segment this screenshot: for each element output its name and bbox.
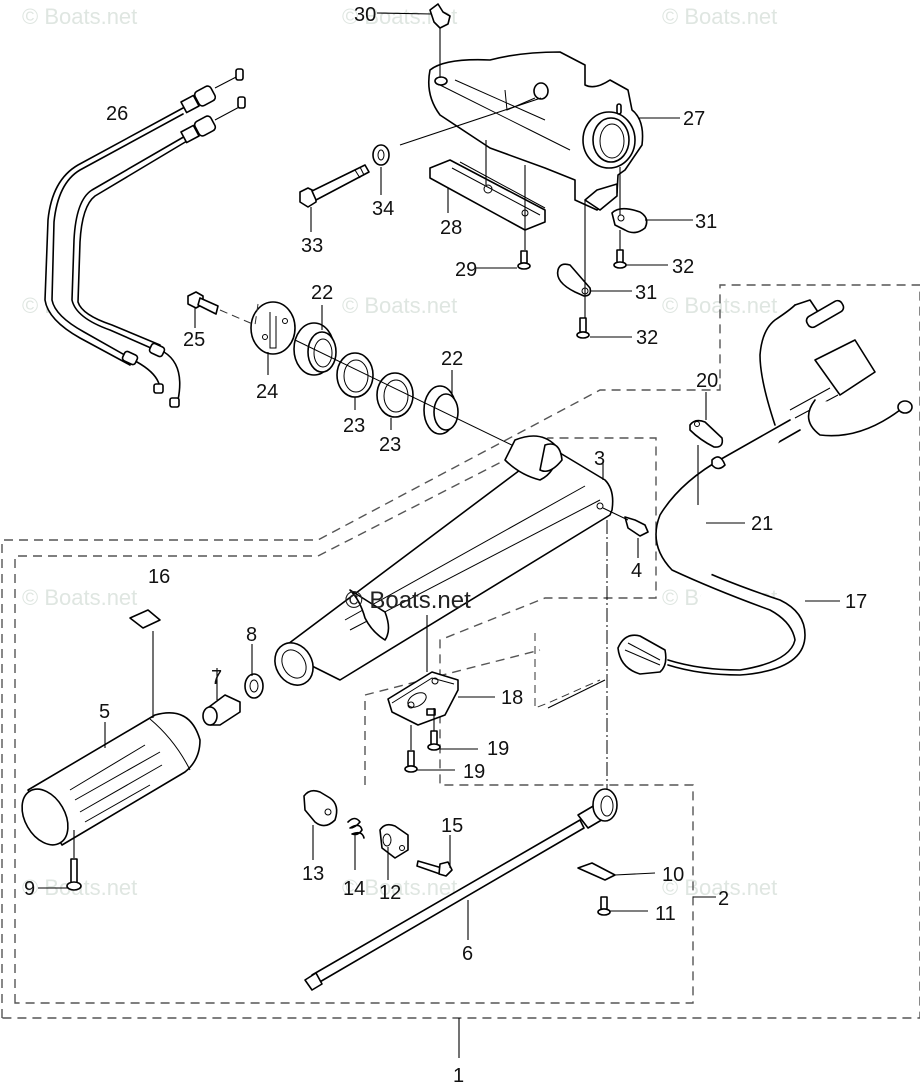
part-33-bolt xyxy=(299,164,370,208)
part-30-clip xyxy=(429,3,451,78)
watermark: © Boats.net xyxy=(22,4,137,29)
part-25-bolt xyxy=(187,291,219,315)
part-9-screw xyxy=(66,858,82,891)
switch-group-outline-2 xyxy=(534,633,601,709)
watermark: © Boats.net xyxy=(662,875,777,900)
part-7-collar xyxy=(202,694,241,726)
part-3-handle-arm xyxy=(274,435,614,686)
part-11-screw xyxy=(597,896,611,916)
callout-1[interactable]: 1 xyxy=(453,1065,464,1086)
callout-2[interactable]: 2 xyxy=(718,888,729,910)
harness-connector xyxy=(617,634,667,675)
callout-30[interactable]: 30 xyxy=(354,4,376,26)
part-14-spring xyxy=(347,817,365,839)
callout-9[interactable]: 9 xyxy=(24,878,35,900)
callout-31b[interactable]: 31 xyxy=(635,282,657,304)
callout-11[interactable]: 11 xyxy=(655,903,676,925)
callout-22a[interactable]: 22 xyxy=(311,282,333,304)
part-27-bracket xyxy=(427,51,644,211)
part-20-clamp xyxy=(689,419,724,448)
watermark: © Boats.net xyxy=(342,875,457,900)
part-8-bushing xyxy=(244,673,264,699)
part-19-screws xyxy=(404,730,441,773)
part-16-label xyxy=(129,609,161,629)
callout-32a[interactable]: 32 xyxy=(672,256,694,278)
part-10-plate xyxy=(577,862,616,881)
callout-3[interactable]: 3 xyxy=(594,448,605,470)
callout-10[interactable]: 10 xyxy=(662,864,684,886)
callout-21[interactable]: 21 xyxy=(751,513,773,535)
part-31-clamps xyxy=(556,207,648,297)
callout-22b[interactable]: 22 xyxy=(441,348,463,370)
part-13-knob xyxy=(303,789,338,827)
callout-26[interactable]: 26 xyxy=(106,103,128,125)
part-34-washer xyxy=(372,144,390,166)
part-6-shaft xyxy=(304,788,618,991)
watermark: © Boats.net xyxy=(342,293,457,318)
callout-25[interactable]: 25 xyxy=(183,329,205,351)
part-28-plate xyxy=(429,159,546,231)
callout-33[interactable]: 33 xyxy=(301,235,323,257)
callout-31a[interactable]: 31 xyxy=(695,211,717,233)
callout-27[interactable]: 27 xyxy=(683,108,705,130)
callout-15[interactable]: 15 xyxy=(441,815,463,837)
callout-32b[interactable]: 32 xyxy=(636,327,658,349)
switch-group-outline xyxy=(364,649,541,785)
callout-34[interactable]: 34 xyxy=(372,198,394,220)
callout-29[interactable]: 29 xyxy=(455,259,477,281)
group-outlines xyxy=(1,284,920,1019)
part-5-grip xyxy=(21,711,201,846)
part-15-bolt xyxy=(416,860,453,877)
callout-18[interactable]: 18 xyxy=(501,687,523,709)
callout-23b[interactable]: 23 xyxy=(379,434,401,456)
part-4-grommet xyxy=(602,507,649,537)
callout-20[interactable]: 20 xyxy=(696,370,718,392)
callout-5[interactable]: 5 xyxy=(99,701,110,723)
callout-13[interactable]: 13 xyxy=(302,863,324,885)
watermark-overlay: © Boats.net xyxy=(345,587,471,614)
part-26-cables xyxy=(44,68,246,408)
part-29-screw xyxy=(517,250,531,270)
part-24-plate xyxy=(219,301,296,355)
callout-23a[interactable]: 23 xyxy=(343,415,365,437)
part-17-harness xyxy=(655,299,913,676)
callout-24[interactable]: 24 xyxy=(256,381,278,403)
callout-14[interactable]: 14 xyxy=(343,878,365,900)
callout-28[interactable]: 28 xyxy=(440,217,462,239)
watermark: © Boats.net xyxy=(22,585,137,610)
callout-19a[interactable]: 19 xyxy=(487,738,509,760)
callout-4[interactable]: 4 xyxy=(631,560,642,582)
callout-12[interactable]: 12 xyxy=(379,882,401,904)
leader-lines xyxy=(38,12,840,1058)
watermark: © Boats.net xyxy=(662,4,777,29)
part-22-bushing xyxy=(293,322,459,435)
part-23-washers xyxy=(294,339,519,449)
callout-16[interactable]: 16 xyxy=(148,566,170,588)
callout-19b[interactable]: 19 xyxy=(463,761,485,783)
callout-17[interactable]: 17 xyxy=(845,591,867,613)
callout-labels: 1 2 3 4 5 6 7 8 9 10 11 12 13 14 15 16 1… xyxy=(24,4,867,1086)
callout-7[interactable]: 7 xyxy=(211,667,222,689)
part-12-block xyxy=(379,823,409,859)
group-1-outline xyxy=(1,284,920,1019)
part-18-switch-holder xyxy=(387,671,459,726)
callout-8[interactable]: 8 xyxy=(246,624,257,646)
part-32-screws xyxy=(576,249,627,339)
callout-6[interactable]: 6 xyxy=(462,943,473,965)
